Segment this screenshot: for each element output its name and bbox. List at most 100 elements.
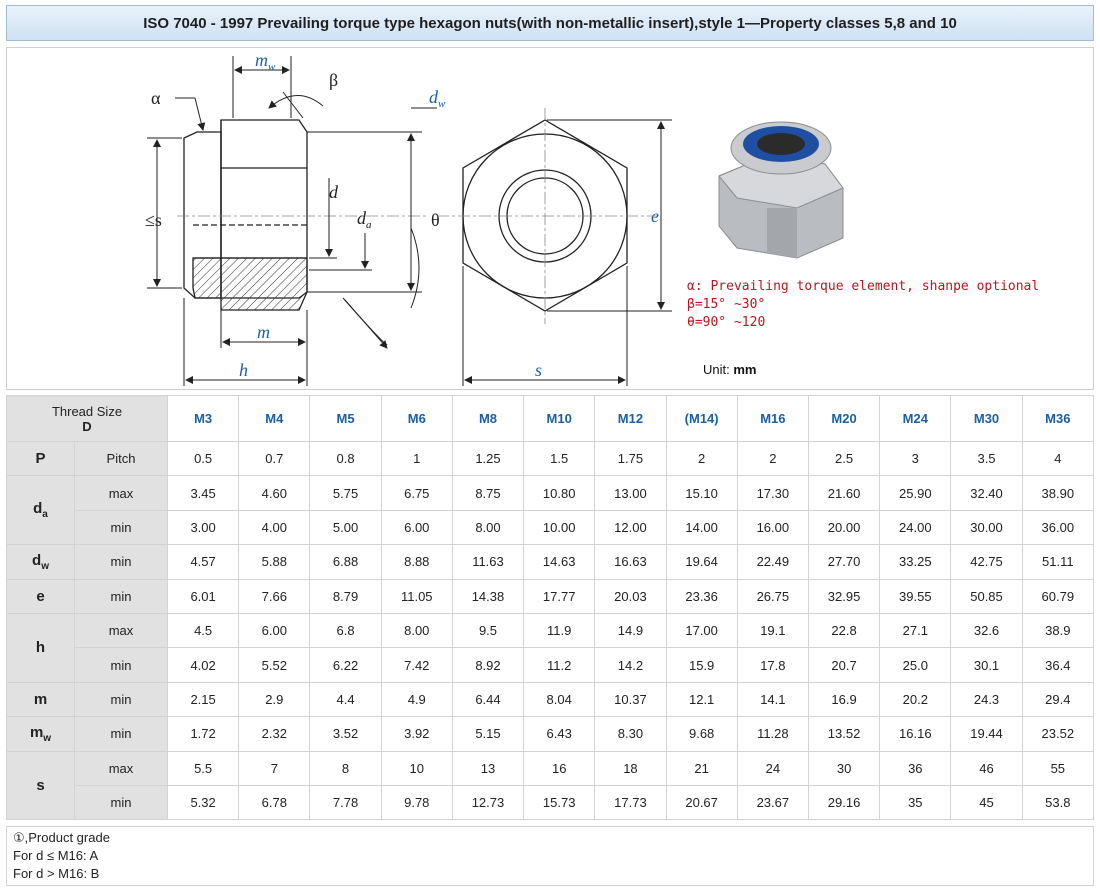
value-cell: 4.60 [238, 475, 311, 511]
alpha-label: α [151, 88, 161, 108]
value-cell: 5.15 [451, 716, 525, 752]
value-cell: 17.30 [736, 475, 809, 511]
value-cell: 30.1 [950, 647, 1023, 683]
value-cell: 24.00 [879, 509, 952, 546]
value-cell: 14.38 [451, 578, 525, 614]
d-label: d [329, 182, 339, 202]
value-cell: 3.00 [166, 509, 240, 546]
param-cell: mw [6, 716, 75, 752]
value-cell: 0.5 [166, 440, 240, 477]
page-title: ISO 7040 - 1997 Prevailing torque type h… [6, 5, 1094, 41]
value-cell: 4 [1021, 440, 1095, 477]
value-cell: 16.00 [736, 509, 809, 546]
value-cell: 17.77 [523, 578, 596, 614]
size-header: M24 [879, 395, 952, 442]
value-cell: 13 [451, 750, 525, 786]
value-cell: 5.00 [309, 509, 382, 546]
value-cell: 29.4 [1021, 681, 1095, 718]
value-cell: 45 [950, 784, 1023, 821]
value-cell: 17.73 [594, 784, 667, 821]
value-cell: 6.88 [309, 544, 382, 580]
value-cell: 0.7 [238, 440, 311, 477]
value-cell: 15.73 [523, 784, 596, 821]
value-cell: 8.88 [380, 544, 453, 580]
value-cell: 15.10 [665, 475, 738, 511]
value-cell: 24 [736, 750, 809, 786]
nut-3d-image [718, 121, 844, 259]
value-cell: 1.25 [451, 440, 525, 477]
value-cell: 51.11 [1021, 544, 1095, 580]
value-cell: 9.5 [451, 612, 525, 649]
footnote-box: ①,Product grade For d ≤ M16: A For d > M… [6, 826, 1094, 886]
value-cell: 8.30 [594, 716, 667, 752]
value-cell: 35 [879, 784, 952, 821]
value-cell: 8.75 [451, 475, 525, 511]
value-cell: 2.32 [238, 716, 311, 752]
m-label: m [257, 322, 270, 342]
value-cell: 32.6 [950, 612, 1023, 649]
value-cell: 36.4 [1021, 647, 1095, 683]
value-cell: 8.79 [309, 578, 382, 614]
value-cell: 36 [879, 750, 952, 786]
value-cell: 36.00 [1021, 509, 1095, 546]
kind-cell: max [74, 475, 168, 511]
legend-beta: β=15° ~30° [687, 297, 766, 312]
size-header: M10 [523, 395, 596, 442]
value-cell: 22.8 [807, 612, 881, 649]
size-header: M36 [1021, 395, 1095, 442]
value-cell: 21 [665, 750, 738, 786]
size-header: M6 [380, 395, 453, 442]
value-cell: 3.5 [950, 440, 1023, 477]
value-cell: 8.00 [451, 509, 525, 546]
value-cell: 0.8 [309, 440, 382, 477]
footnote-line: For d > M16: B [13, 866, 100, 881]
theta-label: θ [431, 210, 440, 230]
size-header: M5 [309, 395, 382, 442]
kind-cell: Pitch [74, 440, 168, 477]
value-cell: 7.42 [380, 647, 453, 683]
value-cell: 17.00 [665, 612, 738, 649]
value-cell: 6.78 [238, 784, 311, 821]
value-cell: 13.00 [594, 475, 667, 511]
value-cell: 4.4 [309, 681, 382, 718]
kind-cell: min [74, 716, 168, 752]
value-cell: 32.40 [950, 475, 1023, 511]
da-label: da [357, 208, 372, 231]
value-cell: 46 [950, 750, 1023, 786]
value-cell: 10 [380, 750, 453, 786]
value-cell: 10.37 [594, 681, 667, 718]
value-cell: 14.1 [736, 681, 809, 718]
value-cell: 8.00 [380, 612, 453, 649]
value-cell: 29.16 [807, 784, 881, 821]
value-cell: 23.52 [1021, 716, 1095, 752]
value-cell: 3.52 [309, 716, 382, 752]
value-cell: 13.52 [807, 716, 881, 752]
technical-drawing: α β θ ≤s d da mw dw m h e s [6, 47, 1094, 390]
nut-drawing-svg: α β θ ≤s d da mw dw m h e s [145, 50, 844, 386]
value-cell: 26.75 [736, 578, 809, 614]
param-cell: dw [6, 544, 75, 580]
footnote-line: For d ≤ M16: A [13, 848, 99, 863]
value-cell: 30.00 [950, 509, 1023, 546]
value-cell: 22.49 [736, 544, 809, 580]
value-cell: 2 [665, 440, 738, 477]
value-cell: 2 [736, 440, 809, 477]
value-cell: 11.28 [736, 716, 809, 752]
value-cell: 6.44 [451, 681, 525, 718]
value-cell: 11.05 [380, 578, 453, 614]
value-cell: 20.03 [594, 578, 667, 614]
dw-label: dw [429, 87, 446, 110]
value-cell: 24.3 [950, 681, 1023, 718]
value-cell: 27.70 [807, 544, 881, 580]
param-cell: da [6, 475, 75, 546]
value-cell: 4.00 [238, 509, 311, 546]
h-label: h [239, 360, 248, 380]
side-view [177, 119, 427, 311]
top-dimensions [462, 119, 672, 386]
